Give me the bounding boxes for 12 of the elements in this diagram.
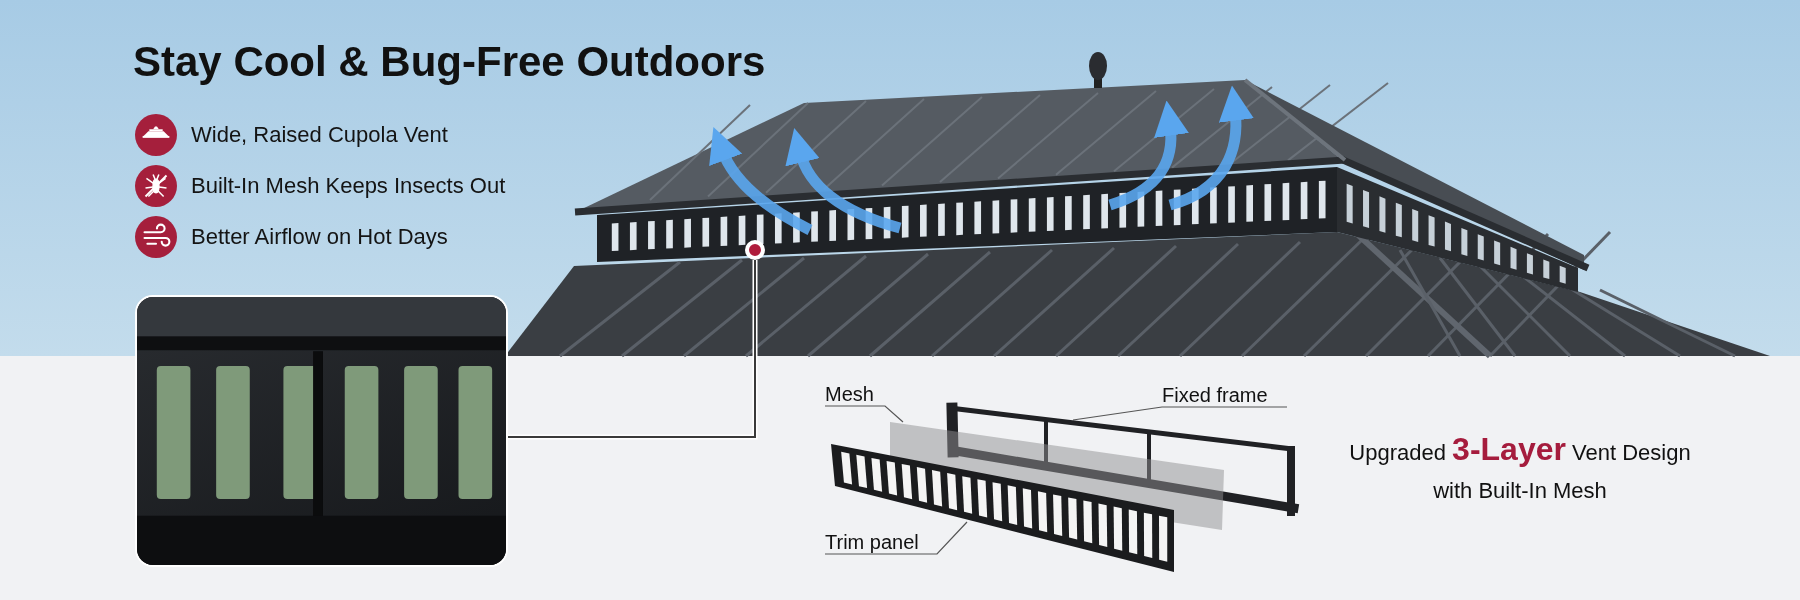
title: Stay Cool & Bug-Free Outdoors (133, 38, 766, 86)
leader-line (824, 521, 968, 555)
feature-text: Built-In Mesh Keeps Insects Out (191, 173, 506, 199)
leader-line (507, 259, 756, 438)
part-label: Mesh (825, 382, 875, 406)
leader-line (824, 405, 904, 423)
part-label: Fixed frame (1162, 383, 1269, 407)
part-label: Trim panel (825, 530, 920, 554)
leader-line (1072, 406, 1288, 421)
feature-text: Wide, Raised Cupola Vent (191, 122, 448, 148)
feature-text: Better Airflow on Hot Days (191, 224, 448, 250)
tagline: Upgraded 3-Layer Vent Design with Built-In Mesh (1348, 430, 1692, 505)
